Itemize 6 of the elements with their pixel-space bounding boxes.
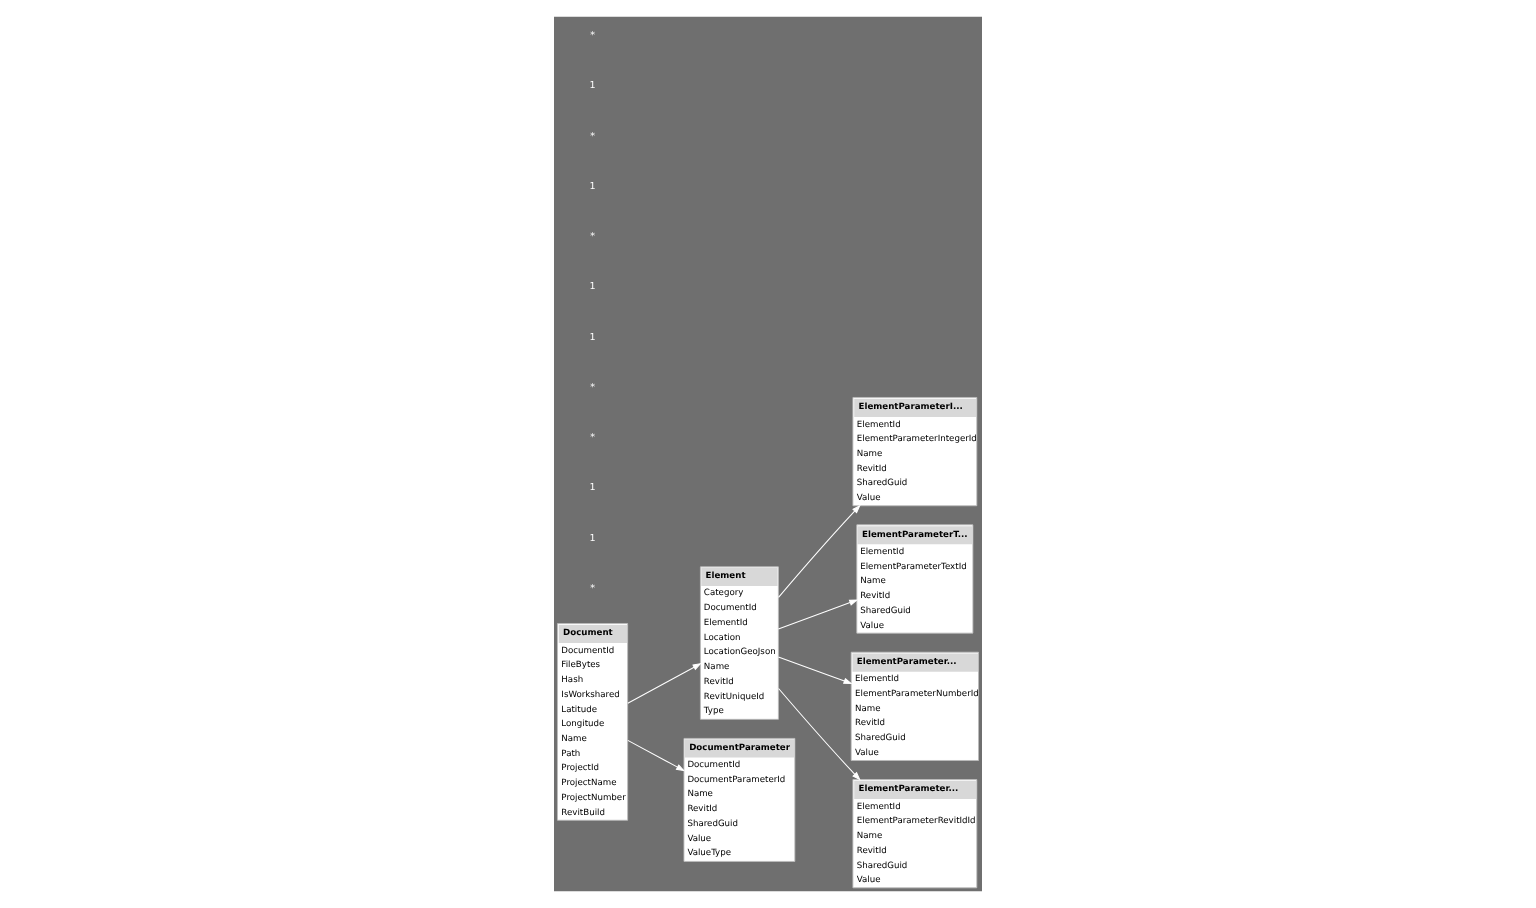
arrow xyxy=(777,656,853,684)
arrow xyxy=(778,688,861,781)
arrow xyxy=(778,504,861,598)
arrow xyxy=(627,739,686,772)
arrow xyxy=(627,663,702,704)
arrow xyxy=(777,599,859,630)
